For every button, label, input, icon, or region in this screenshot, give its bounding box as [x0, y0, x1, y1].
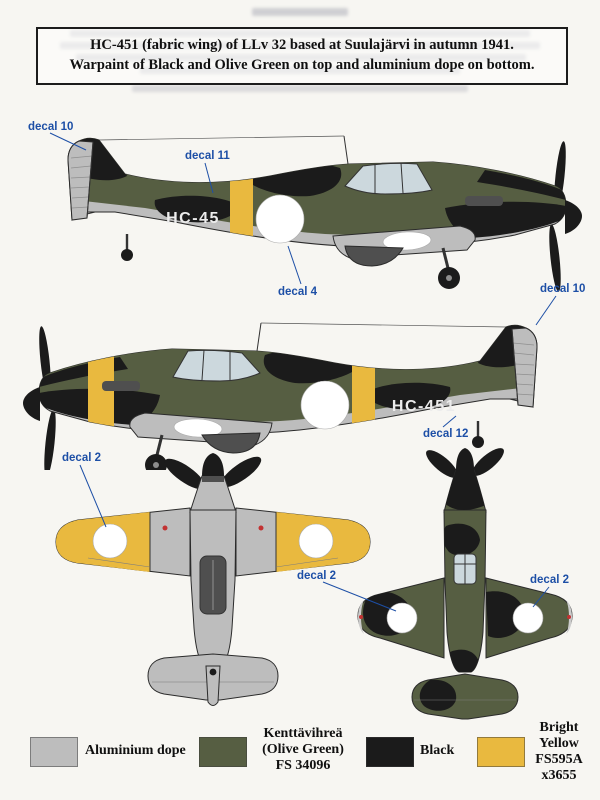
decal-label-2-right: decal 2 [530, 574, 569, 586]
title-line-1: HC-451 (fabric wing) of LLv 32 based at … [90, 37, 514, 53]
decal-label-10-top: decal 10 [28, 121, 74, 133]
decal-label-11: decal 11 [185, 150, 230, 162]
legend-swatch-black [366, 737, 414, 767]
plan-view-upper [357, 448, 573, 720]
yellow-fuselage-band [230, 156, 253, 246]
nav-light-left [359, 615, 363, 619]
legend-label-aluminium: Aluminium dope [85, 743, 186, 758]
legend-swatch-aluminium [30, 737, 78, 767]
title-box: HC-451 (fabric wing) of LLv 32 based at … [36, 27, 568, 85]
nav-light-right [567, 615, 571, 619]
profile-view-right: HC-45 [67, 135, 582, 292]
radiator [344, 245, 404, 267]
canopy [344, 162, 433, 195]
cowl-front-ring [202, 476, 224, 482]
radiator [201, 432, 261, 454]
antenna-wire [256, 322, 507, 352]
legend-label-yellow: Bright Yellow FS595A x3655 [535, 720, 583, 784]
camo-black-mid [154, 195, 240, 223]
legend-swatch-yellow [477, 737, 525, 767]
decal-label-2-mid: decal 2 [297, 570, 336, 582]
plan-view-underside [55, 453, 371, 706]
wing-light-left [162, 525, 168, 531]
spinner [565, 200, 582, 234]
serial-text: HC-45 [166, 210, 220, 227]
camo-black-mid [365, 382, 451, 410]
landing-gear [145, 421, 484, 470]
exhaust-stack [465, 196, 503, 206]
roundel-blank-circle [255, 194, 305, 244]
underwing-roundel-right [298, 523, 334, 559]
decal-label-12: decal 12 [423, 428, 469, 440]
camo-black-nose-top [477, 170, 566, 200]
yellow-fuselage-band [352, 343, 375, 433]
roundel-blank-circle [300, 380, 350, 430]
tail-wheel [472, 436, 484, 448]
canopy [453, 553, 477, 585]
camo-black-cowl [445, 201, 566, 238]
rudder [511, 327, 538, 408]
serial-text: HC-451 [392, 398, 456, 415]
tail-cone [205, 665, 221, 706]
underwing-roundel-blank [173, 418, 223, 438]
legend-label-black: Black [420, 743, 455, 758]
tail-wheel [121, 249, 133, 261]
antenna-wire [98, 135, 349, 165]
legend-label-olive: Kenttävihreä (Olive Green) FS 34096 [262, 726, 344, 774]
exhaust-stack [102, 381, 140, 391]
title-line-2: Warpaint of Black and Olive Green on top… [69, 57, 535, 74]
propeller [164, 456, 262, 490]
spinner [202, 453, 224, 476]
canopy [172, 349, 261, 382]
tail-wheel [209, 668, 217, 676]
decal-label-2-left: decal 2 [62, 452, 101, 464]
spinner [23, 387, 40, 421]
underwing-roundel-blank [382, 231, 432, 251]
underwing-roundel-left [92, 523, 128, 559]
legend-swatch-olive [199, 737, 247, 767]
profile-view-left: HC-451 [23, 322, 538, 470]
decal-label-4: decal 4 [278, 286, 317, 298]
upperwing-roundel-left [386, 602, 418, 634]
decal-label-10-bottom: decal 10 [540, 283, 586, 295]
wing-light-right [258, 525, 264, 531]
propeller [426, 448, 504, 478]
landing-gear [121, 234, 460, 289]
spinner [456, 448, 474, 470]
upperwing-roundel-right [512, 602, 544, 634]
